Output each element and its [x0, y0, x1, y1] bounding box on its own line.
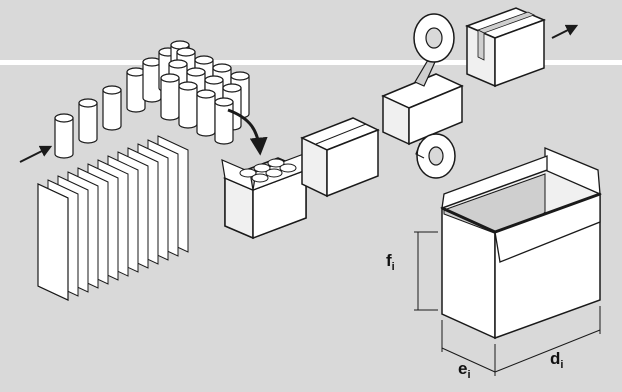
cylinder-grouped	[160, 73, 180, 121]
closed-box	[300, 117, 380, 198]
blank-front-face	[37, 183, 69, 301]
depth-label: di	[550, 349, 563, 371]
width-label: ei	[458, 359, 471, 381]
output-arrow	[551, 24, 579, 39]
sealed-box-output	[464, 7, 579, 88]
height-label: fi	[386, 251, 395, 273]
grouped-cylinders	[160, 47, 250, 145]
dimension-box: fi ei di	[386, 147, 602, 381]
cylinder-grouped	[214, 97, 234, 145]
cylinder-grouped	[178, 81, 198, 129]
flat-blank-stack	[37, 135, 189, 301]
feed-arrow-left	[19, 145, 53, 163]
tape-sealing-station	[381, 13, 464, 179]
single-cylinders	[54, 40, 190, 159]
cylinder-single	[78, 98, 98, 144]
filled-open-box	[221, 151, 310, 240]
insert-arrow	[227, 108, 268, 156]
cylinder-single	[102, 85, 122, 131]
cylinder-single	[54, 113, 74, 159]
cylinder-single	[126, 67, 146, 113]
divider-line	[0, 60, 622, 65]
cylinder-single	[142, 57, 162, 103]
cylinder-grouped	[196, 89, 216, 137]
